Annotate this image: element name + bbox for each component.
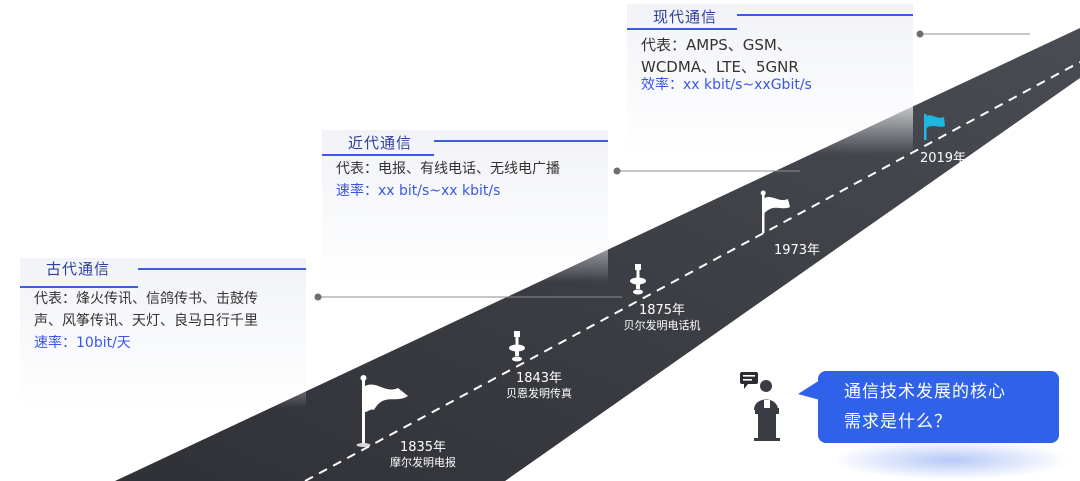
milestone-desc: 摩尔发明电报 [390, 456, 456, 469]
road-center-line [304, 61, 1080, 481]
era-rate: 速率：xx bit/s~xx kbit/s [336, 183, 501, 199]
era-title-underline-accent [434, 140, 608, 142]
era-card-modern: 现代通信 代表：AMPS、GSM、 WCDMA、LTE、5GNR 效率：xx k… [627, 4, 913, 154]
era-representatives-line: WCDMA、LTE、5GNR [641, 58, 799, 76]
milestone-1835: 1835年 摩尔发明电报 [378, 440, 468, 470]
question-speech-bubble: 通信技术发展的核心 需求是什么？ [818, 371, 1059, 443]
era-title-underline-accent [737, 14, 913, 16]
era-title: 古代通信 [46, 260, 111, 278]
question-line: 通信技术发展的核心 [844, 382, 1006, 402]
milestone-year: 2019年 [919, 151, 967, 166]
era-rate: 效率：xx kbit/s~xxGbit/s [641, 77, 812, 93]
era-representatives-line: 代表：AMPS、GSM、 [641, 36, 792, 54]
milestone-1875: 1875年 贝尔发明电话机 [612, 303, 712, 333]
milestone-year: 1835年 [399, 440, 447, 455]
question-line: 需求是什么？ [844, 412, 952, 432]
era-title-underline [20, 286, 138, 288]
telegraph-key-icon [509, 331, 525, 362]
era-representatives-line: 声、风筝传讯、天灯、良马日行千里 [34, 313, 258, 329]
white-flag-icon [760, 190, 790, 233]
era-connector-modern [916, 30, 1030, 38]
telegraph-key-icon [630, 264, 646, 295]
milestone-desc: 贝恩发明传真 [506, 387, 572, 400]
era-connector-modern-early [613, 167, 800, 175]
era-card-ancient: 古代通信 代表：烽火传讯、信鸽传书、击鼓传 声、风筝传讯、天灯、良马日行千里 速… [20, 258, 306, 408]
milestone-1843: 1843年 贝恩发明传真 [494, 371, 584, 401]
era-rate: 速率：10bit/天 [34, 335, 131, 351]
milestone-desc: 贝尔发明电话机 [623, 319, 701, 332]
era-title-underline-accent [138, 268, 306, 270]
milestone-year: 1973年 [773, 243, 821, 258]
era-title: 近代通信 [348, 134, 413, 152]
milestone-year: 1875年 [638, 303, 686, 318]
white-flag-icon [356, 375, 408, 447]
era-title-underline [627, 28, 737, 30]
milestone-2019: 2019年 [898, 151, 988, 166]
speaker-podium-icon [740, 372, 780, 441]
milestone-1973: 1973年 [752, 243, 842, 258]
era-connector-ancient [314, 293, 622, 301]
era-title-underline [322, 154, 434, 156]
era-representatives-line: 代表：烽火传讯、信鸽传书、击鼓传 [34, 291, 258, 307]
milestone-year: 1843年 [515, 371, 563, 386]
cyan-flag-icon [924, 114, 945, 140]
era-card-near-modern: 近代通信 代表：电报、有线电话、无线电广播 速率：xx bit/s~xx kbi… [322, 130, 608, 282]
speech-bubble-tail [798, 380, 820, 400]
era-title: 现代通信 [653, 8, 718, 26]
era-representatives-line: 代表：电报、有线电话、无线电广播 [336, 161, 560, 177]
speech-bubble-shadow [830, 440, 1070, 480]
